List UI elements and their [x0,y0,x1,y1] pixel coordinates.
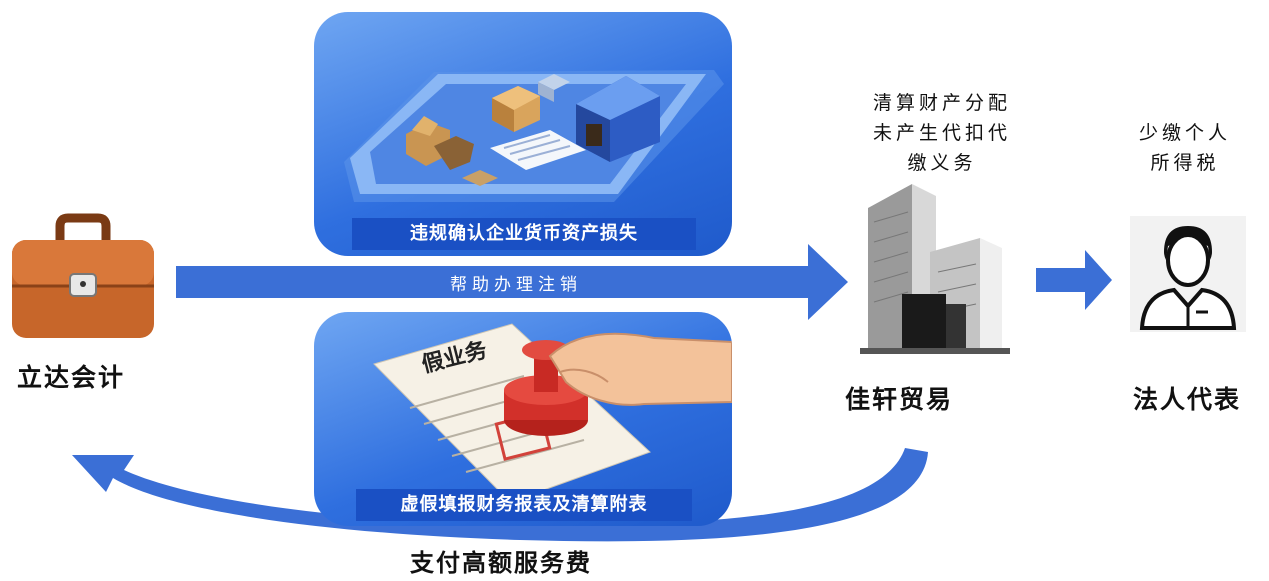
asset-loss-caption: 违规确认企业货币资产损失 [352,218,696,250]
legal-rep-note: 少缴个人 所得税 [1138,122,1231,174]
company-label: 佳轩贸易 [845,385,954,414]
accountant-label: 立达会计 [17,363,126,392]
company-note: 清算财产分配 未产生代扣代 缴义务 [872,92,1011,174]
legal-rep-label: 法人代表 [1133,385,1242,414]
building-icon [860,184,1010,354]
return-arrow-label: 支付高额服务费 [410,549,592,577]
return-arrow [72,448,928,542]
asset-loss-illustration [314,12,732,256]
main-arrow [176,244,848,320]
false-report-caption: 虚假填报财务报表及清算附表 [356,489,692,521]
briefcase-icon [12,213,154,338]
main-arrow-label: 帮助办理注销 [450,275,582,295]
tax-arrow [1036,250,1112,310]
person-icon [1130,216,1246,332]
